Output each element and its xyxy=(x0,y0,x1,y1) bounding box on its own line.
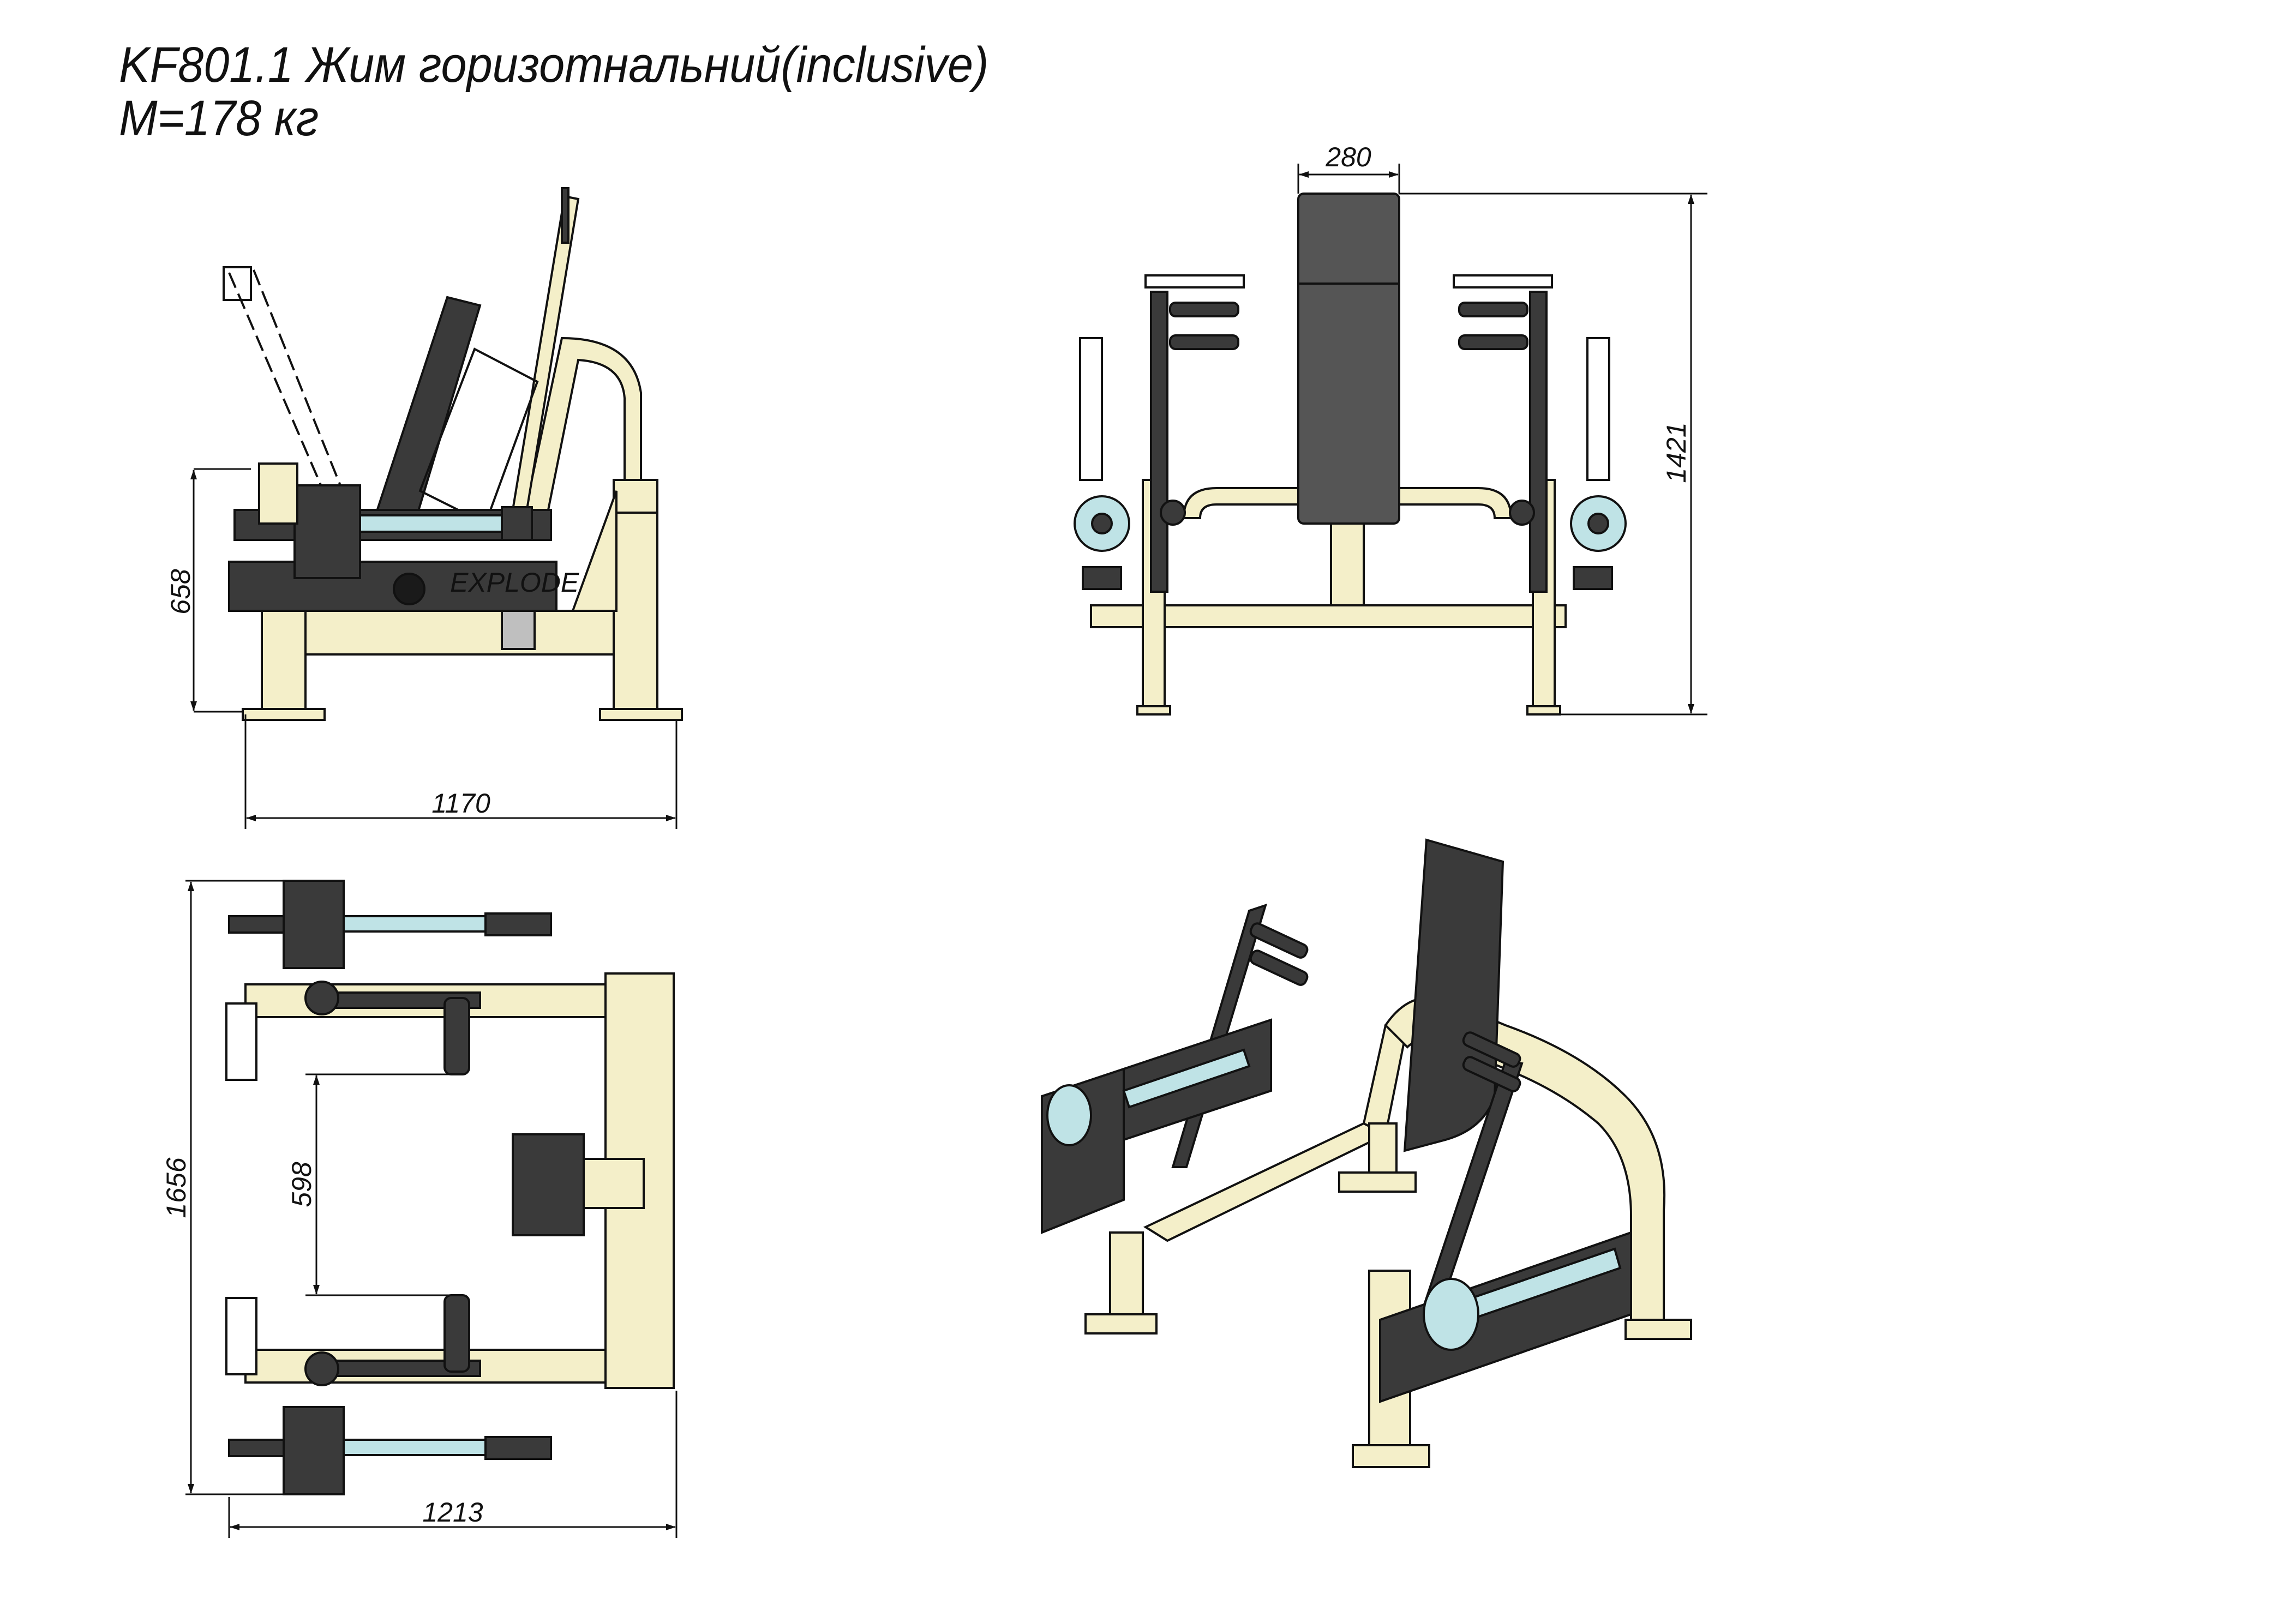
top-view xyxy=(225,880,675,1495)
top-length-dimension xyxy=(228,1391,678,1538)
front-height-label: 1421 xyxy=(1661,422,1692,483)
front-width-dimension xyxy=(1297,164,1400,194)
top-length-label: 1213 xyxy=(422,1497,483,1528)
title-line-mass: M=178 кг xyxy=(119,91,319,146)
top-inner-dimension xyxy=(305,1073,458,1296)
front-view xyxy=(1074,193,1627,716)
top-width-dimension xyxy=(185,880,284,1495)
top-inner-label: 598 xyxy=(286,1162,317,1207)
side-brand-label: EXPLODE xyxy=(450,567,579,598)
side-height-label: 658 xyxy=(165,569,196,615)
title-line-model: KF801.1 Жим горизотнальний(inclusive) xyxy=(119,37,989,93)
front-height-dimension xyxy=(1399,193,1707,716)
isometric-view xyxy=(1041,838,1692,1468)
front-width-label: 280 xyxy=(1325,142,1371,172)
top-width-label: 1656 xyxy=(161,1157,191,1218)
drawing-title: KF801.1 Жим горизотнальний(inclusive) M=… xyxy=(119,38,988,145)
side-length-dimension xyxy=(244,714,678,829)
side-height-dimension xyxy=(190,468,251,713)
side-view xyxy=(223,187,683,721)
side-length-label: 1170 xyxy=(431,788,490,819)
